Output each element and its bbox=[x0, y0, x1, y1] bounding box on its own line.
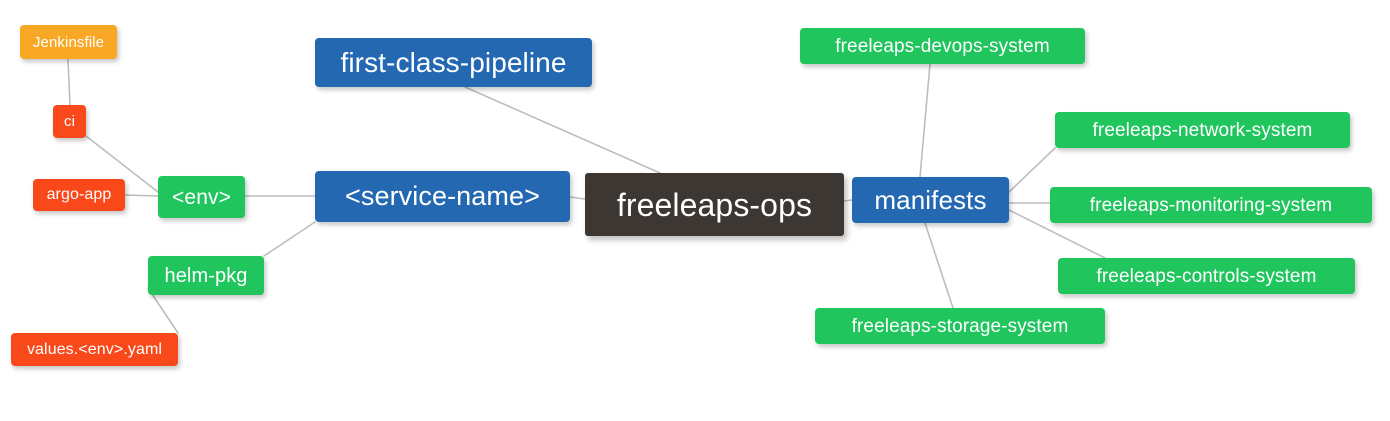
mindmap-node-manifests[interactable]: manifests bbox=[852, 177, 1009, 223]
mindmap-node-freeleaps-storage-system[interactable]: freeleaps-storage-system bbox=[815, 308, 1105, 344]
mindmap-node-values-yaml[interactable]: values.<env>.yaml bbox=[11, 333, 178, 366]
mindmap-node-jenkinsfile[interactable]: Jenkinsfile bbox=[20, 25, 117, 59]
mindmap-node-env[interactable]: <env> bbox=[158, 176, 245, 218]
mindmap-node-ci[interactable]: ci bbox=[53, 105, 86, 138]
mindmap-edge-service-name-to-freeleaps-ops bbox=[569, 196, 586, 200]
mindmap-edge-jenkinsfile-to-ci bbox=[67, 58, 71, 106]
mindmap-edge-first-class-pipeline-to-freeleaps-ops bbox=[464, 86, 661, 174]
mindmap-node-freeleaps-network-system[interactable]: freeleaps-network-system bbox=[1055, 112, 1350, 148]
mindmap-edge-argo-app-to-env bbox=[124, 194, 159, 197]
mindmap-node-freeleaps-controls-system[interactable]: freeleaps-controls-system bbox=[1058, 258, 1355, 294]
mindmap-edge-freeleaps-devops-system-to-manifests bbox=[919, 63, 931, 178]
mindmap-edge-service-name-to-helm-pkg bbox=[263, 221, 316, 257]
mindmap-node-service-name[interactable]: <service-name> bbox=[315, 171, 570, 222]
mindmap-node-freeleaps-monitoring-system[interactable]: freeleaps-monitoring-system bbox=[1050, 187, 1372, 223]
mindmap-edge-freeleaps-network-system-to-manifests bbox=[1008, 147, 1056, 193]
mindmap-edge-freeleaps-ops-to-manifests bbox=[843, 199, 853, 202]
mindmap-edge-freeleaps-storage-system-to-manifests bbox=[924, 222, 954, 309]
mindmap-node-freeleaps-ops[interactable]: freeleaps-ops bbox=[585, 173, 844, 236]
mindmap-node-freeleaps-devops-system[interactable]: freeleaps-devops-system bbox=[800, 28, 1085, 64]
mindmap-node-argo-app[interactable]: argo-app bbox=[33, 179, 125, 211]
mindmap-node-first-class-pipeline[interactable]: first-class-pipeline bbox=[315, 38, 592, 87]
mindmap-node-helm-pkg[interactable]: helm-pkg bbox=[148, 256, 264, 295]
